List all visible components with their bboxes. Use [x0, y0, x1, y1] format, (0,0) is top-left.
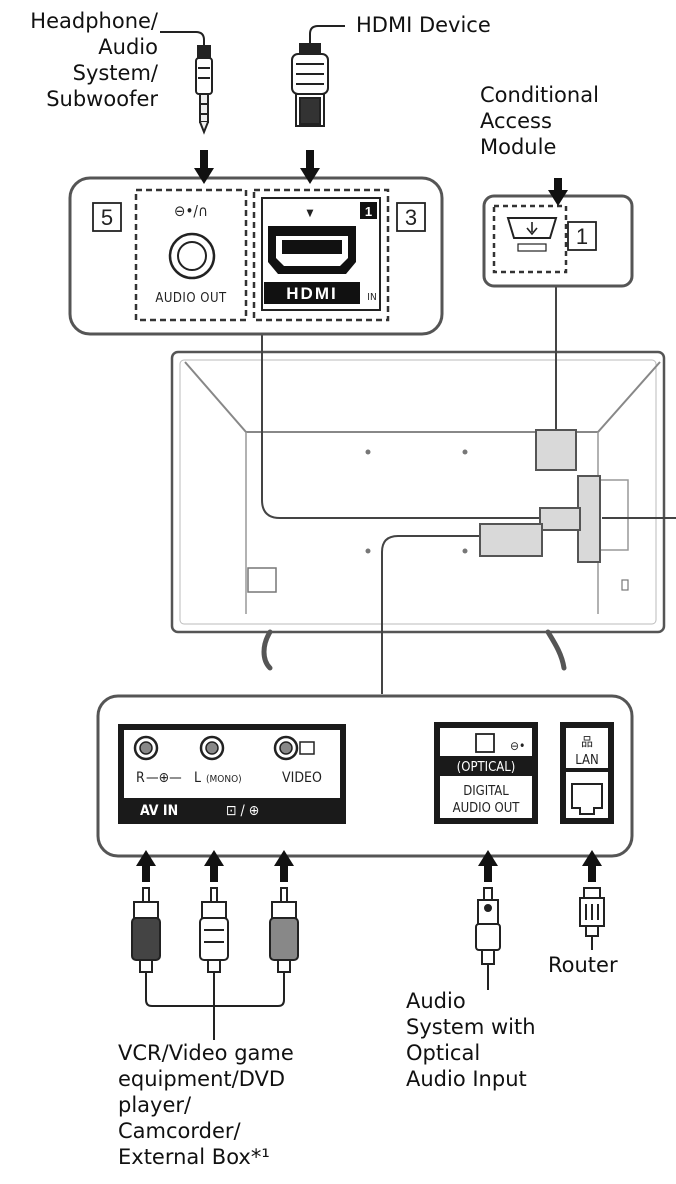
rca-plug-r-icon	[131, 887, 161, 1000]
optical-plug-icon	[475, 887, 501, 990]
arrow-up-l	[204, 850, 224, 866]
av-video-label: VIDEO	[282, 770, 322, 786]
wiring-lines	[261, 286, 676, 694]
cam-number-1: 1	[576, 224, 588, 249]
rca-jack-r	[133, 735, 159, 761]
arrow-down-audio	[194, 168, 214, 184]
av-r-label: R	[136, 770, 145, 786]
arrow-up-video	[274, 850, 294, 866]
panel-number-3: 3	[405, 205, 417, 230]
hdmi-plug-icon	[291, 25, 345, 127]
headphone-plug-icon	[160, 31, 213, 135]
rca-jack-video	[273, 735, 315, 761]
ethernet-plug-icon	[579, 887, 605, 950]
rca-plug-l-icon	[199, 887, 229, 1040]
arrow-up-lan	[582, 850, 602, 866]
arrow-up-optical	[478, 850, 498, 866]
ethernet-port	[571, 783, 603, 815]
arrow-down-hdmi	[300, 168, 320, 184]
panel-number-5: 5	[101, 205, 113, 230]
audio-out-label: AUDIO OUT	[155, 291, 227, 306]
hdmi-port-number-badge	[360, 202, 377, 219]
label-audio-system-optical: Audio System with Optical Audio Input	[406, 989, 536, 1091]
svg-text:—⊕—: —⊕—	[146, 770, 182, 786]
audio-out-symbol: ⊖•/∩	[174, 202, 208, 220]
bottom-connector-panel: R —⊕— L (MONO) VIDEO AV IN ⊡ / ⊕ ⊖• (OPT…	[96, 694, 634, 858]
label-router: Router	[548, 953, 618, 977]
label-conditional-access-module: Conditional Access Module	[480, 83, 599, 159]
lan-label: LAN	[575, 753, 599, 768]
av-l-label: L	[194, 770, 201, 786]
label-vcr-devices: VCR/Video game equipment/DVD player/ Cam…	[118, 1041, 294, 1169]
tv-port-blocks	[479, 429, 601, 563]
tv-back	[170, 350, 666, 671]
cable-bundle	[145, 999, 285, 1007]
label-hdmi-device: HDMI Device	[356, 13, 491, 37]
digital-audio-out-label: AUDIO OUT	[453, 801, 521, 816]
svg-text:⊖•: ⊖•	[510, 739, 525, 753]
arrows	[136, 150, 602, 882]
svg-text:1: 1	[365, 204, 372, 219]
av-in-label: AV IN	[140, 803, 178, 819]
svg-text:▼: ▼	[307, 208, 314, 219]
optical-label: (OPTICAL)	[457, 760, 516, 775]
rca-jack-l	[199, 735, 225, 761]
rca-plug-video-icon	[269, 887, 299, 1000]
arrow-up-r	[136, 850, 156, 866]
top-connector-panel: 5 ⊖•/∩ AUDIO OUT ▼ 1 HDMI IN 3	[68, 176, 444, 336]
optical-port	[475, 733, 495, 753]
cam-slot-panel: 1	[482, 194, 634, 288]
av-mono-label: (MONO)	[206, 774, 242, 785]
hdmi-logo: HDMI	[286, 284, 337, 303]
arrow-down-cam	[548, 190, 568, 206]
hdmi-in-label: IN	[367, 292, 376, 303]
network-icon: 品	[581, 735, 593, 749]
svg-text:⊡ / ⊕: ⊡ / ⊕	[226, 803, 259, 819]
label-headphone-audio-subwoofer: Headphone/ Audio System/ Subwoofer	[30, 9, 158, 111]
digital-label: DIGITAL	[463, 784, 509, 799]
